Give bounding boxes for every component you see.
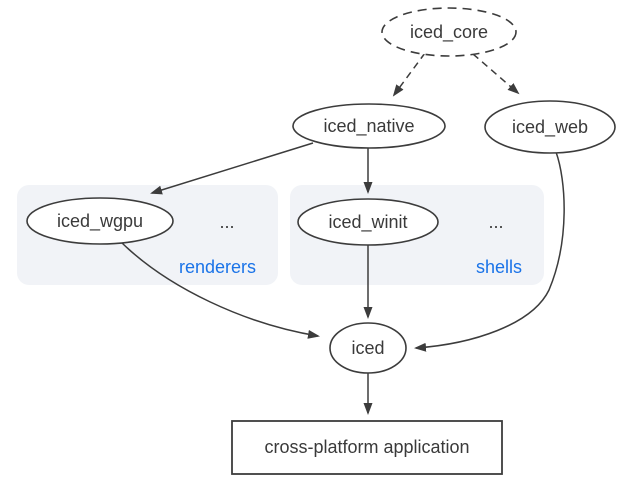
node-iced-wgpu-label: iced_wgpu — [57, 211, 143, 232]
node-iced-native-shape — [292, 103, 446, 149]
node-iced-native: iced_native — [292, 103, 446, 149]
node-iced-winit-label: iced_winit — [328, 212, 407, 233]
group-shells-label: shells — [476, 257, 522, 277]
node-iced-label: iced — [351, 338, 384, 358]
node-iced-web: iced_web — [484, 100, 616, 154]
edge-iced-web-to-iced — [414, 151, 565, 352]
node-application-shape — [231, 420, 503, 475]
node-iced-winit: iced_winit — [297, 198, 439, 246]
edge-iced-wgpu-to-iced — [120, 241, 320, 339]
group-renderers-label: renderers — [179, 257, 256, 277]
node-iced-web-label: iced_web — [512, 117, 588, 138]
node-iced-winit-shape — [297, 198, 439, 246]
node-iced-wgpu-shape — [26, 197, 174, 245]
node-iced-native-label: iced_native — [323, 116, 414, 137]
edge-iced-core-to-iced-web — [472, 53, 520, 95]
node-iced: iced — [329, 322, 407, 374]
group-shells-ellipsis: ... — [488, 212, 503, 232]
node-iced-core: iced_core — [381, 7, 517, 57]
group-renderers-ellipsis: ... — [219, 212, 234, 232]
edge-iced-core-to-iced-native — [392, 52, 426, 97]
node-iced-wgpu: iced_wgpu — [26, 197, 174, 245]
node-application: cross-platform application — [231, 420, 503, 475]
node-iced-core-label: iced_core — [410, 22, 488, 43]
node-application-label: cross-platform application — [264, 437, 469, 457]
edge-iced-native-to-iced-wgpu — [150, 142, 314, 195]
node-iced-core-shape — [381, 7, 517, 57]
node-iced-web-shape — [484, 100, 616, 154]
node-iced-shape — [329, 322, 407, 374]
